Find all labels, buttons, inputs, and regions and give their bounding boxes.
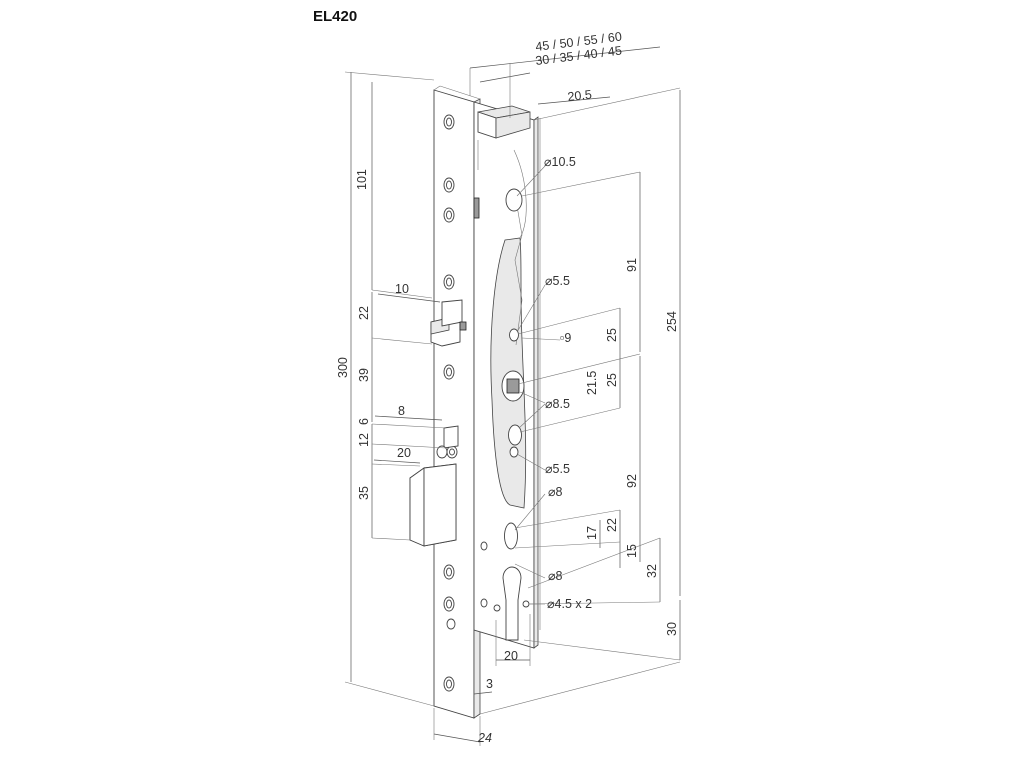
dim-35: 35 [357, 486, 371, 500]
product-title: EL420 [313, 8, 358, 25]
dim-25-bottom: 25 [605, 373, 619, 387]
deadbolt [409, 463, 457, 547]
dim-dia-4-5x2: ⌀4.5 x 2 [547, 597, 592, 611]
dim-30: 30 [665, 622, 679, 636]
dim-300: 300 [336, 357, 350, 378]
dim-21-5: 21.5 [585, 371, 599, 395]
dim-8: 8 [398, 404, 405, 418]
dimension-lines [344, 46, 681, 746]
dim-square-9: ▫9 [560, 331, 571, 345]
dim-91: 91 [625, 258, 639, 272]
dim-20-bolt: 20 [397, 446, 411, 460]
dim-dia-5-5-top: ⌀5.5 [545, 274, 570, 288]
dim-22-right: 22 [605, 518, 619, 532]
dim-24: 24 [477, 731, 492, 745]
dim-17: 17 [585, 526, 599, 540]
dim-15: 15 [625, 544, 639, 558]
dim-6: 6 [357, 418, 371, 425]
dim-92: 92 [625, 474, 639, 488]
dim-254: 254 [665, 311, 679, 332]
dim-dia-5-5-bottom: ⌀5.5 [545, 462, 570, 476]
faceplate [433, 85, 481, 719]
dim-dia-8-bottom: ⌀8 [548, 569, 563, 583]
trigger-bolt [436, 425, 459, 459]
dim-dia-10-5: ⌀10.5 [544, 155, 576, 169]
lock-case [473, 101, 539, 649]
dim-39: 39 [357, 368, 371, 382]
dim-25-top: 25 [605, 328, 619, 342]
dim-32: 32 [645, 564, 659, 578]
dim-12: 12 [357, 433, 371, 447]
dim-10: 10 [395, 282, 409, 296]
dim-3: 3 [486, 677, 493, 691]
dim-20-5: 20.5 [567, 88, 593, 104]
dim-dia-8-top: ⌀8 [548, 485, 563, 499]
dim-20-bottom: 20 [504, 649, 518, 663]
dim-101: 101 [355, 169, 369, 190]
latch-bolt [430, 299, 467, 347]
dim-dia-8-5: ⌀8.5 [545, 397, 570, 411]
dim-22-left: 22 [357, 306, 371, 320]
